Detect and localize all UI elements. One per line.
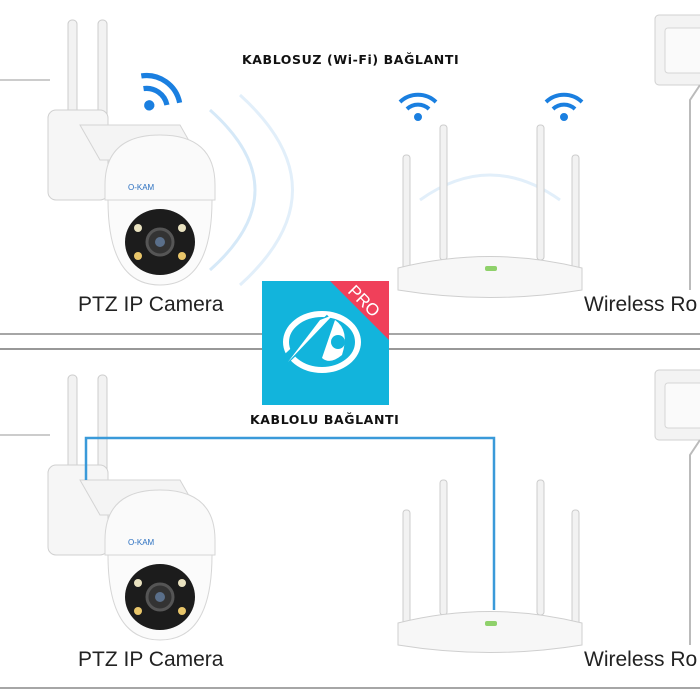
camera-label-top: PTZ IP Camera: [78, 293, 224, 316]
wireless-connection-title: KABLOSUZ (Wi-Fi) BAĞLANTI: [242, 52, 460, 67]
power-outlet-top: [654, 14, 700, 291]
pro-badge: [330, 281, 389, 340]
signal-wave: [209, 108, 257, 272]
wireless-router-image-top: [397, 124, 583, 298]
camera-brand-top: O-KAM: [128, 183, 155, 192]
wireless-router-image-bottom: [397, 479, 583, 653]
camera-label-bottom: PTZ IP Camera: [78, 648, 224, 671]
okam-pro-app-icon: PRO: [262, 281, 389, 405]
ptz-camera-image-bottom: [46, 373, 217, 642]
wifi-icon-router-right: [544, 92, 584, 123]
wifi-icon-router-left: [398, 92, 438, 123]
wired-connection-title: KABLOLU BAĞLANTI: [250, 412, 400, 427]
router-label-top: Wireless Ro: [584, 293, 698, 316]
router-label-bottom: Wireless Ro: [584, 648, 698, 671]
signal-wave: [238, 93, 294, 287]
ethernet-cable: [84, 436, 496, 610]
power-outlet-bottom: [654, 369, 700, 646]
wifi-icon-camera: [127, 68, 185, 122]
camera-brand-bottom: O-KAM: [128, 538, 155, 547]
ptz-camera-image-top: [46, 18, 217, 287]
